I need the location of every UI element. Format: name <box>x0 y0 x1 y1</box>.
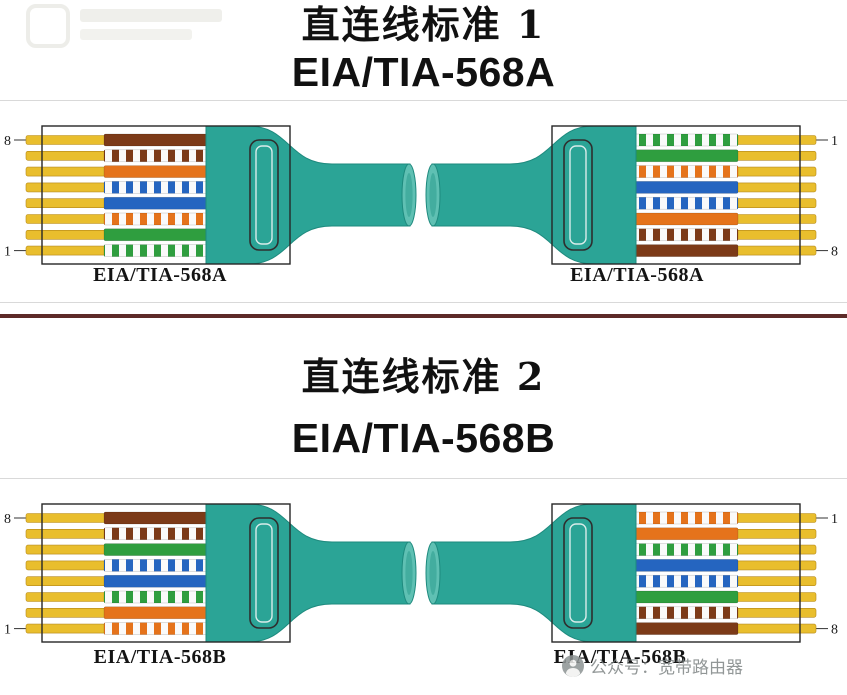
section-title-1: 直连线标准 1 <box>301 2 546 47</box>
rj45-connector-right-568b: 18 <box>425 503 838 643</box>
section-title-2: 直连线标准 2 <box>301 354 546 399</box>
rj45-connector-right-568a: 18 <box>425 125 838 265</box>
watermark-account: 公众号：宽带路由器 <box>562 653 743 678</box>
svg-text:8: 8 <box>4 134 11 149</box>
watermark-logo <box>26 4 222 48</box>
person-circle-icon <box>562 654 584 677</box>
section-subtitle-1: EIA/TIA-568A <box>291 49 556 95</box>
watermark-logo-text <box>80 4 222 40</box>
svg-text:8: 8 <box>831 245 838 260</box>
svg-text:8: 8 <box>831 623 838 638</box>
svg-text:1: 1 <box>831 512 838 527</box>
connector-label-right-568a: EIA/TIA-568A <box>570 264 704 286</box>
svg-text:1: 1 <box>4 623 11 638</box>
rj45-connector-left-568a: 81 <box>4 125 417 265</box>
separator-line <box>0 100 847 101</box>
connector-label-left-568b: EIA/TIA-568B <box>93 646 227 668</box>
separator-line <box>0 302 847 303</box>
separator-line <box>0 478 847 479</box>
connector-label-left-568a: EIA/TIA-568A <box>93 264 227 286</box>
svg-text:1: 1 <box>831 134 838 149</box>
svg-text:1: 1 <box>4 245 11 260</box>
svg-text:8: 8 <box>4 512 11 527</box>
section-divider <box>0 314 847 318</box>
watermark-account-text: 公众号：宽带路由器 <box>590 658 743 677</box>
watermark-logo-icon <box>26 4 70 48</box>
connector-label-right-568b: EIA/TIA-568B <box>553 646 687 668</box>
rj45-connector-left-568b: 81 <box>4 503 417 643</box>
section-subtitle-2: EIA/TIA-568B <box>291 415 556 461</box>
